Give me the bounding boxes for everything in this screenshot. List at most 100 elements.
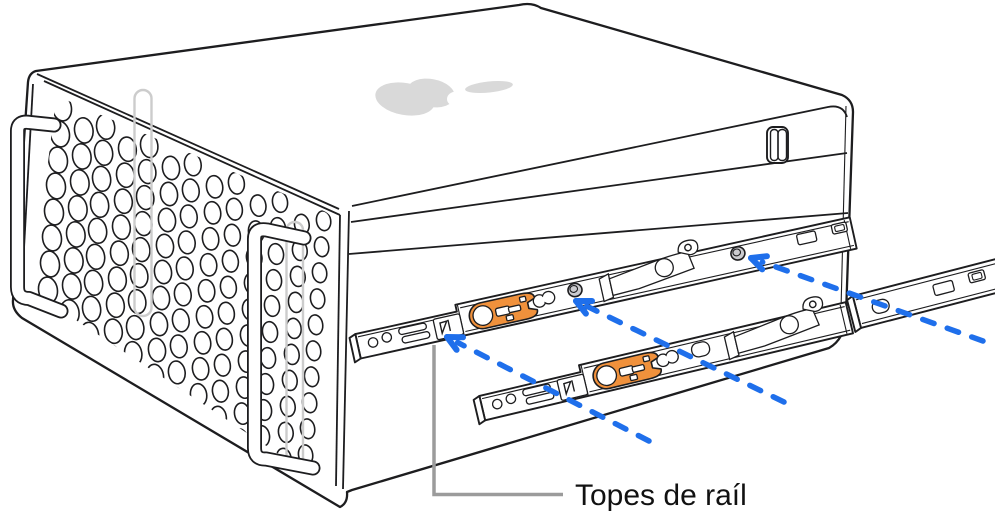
grille-hole xyxy=(53,376,74,404)
grille-hole xyxy=(107,266,128,293)
grille-hole xyxy=(32,354,53,382)
rack-latch-slot xyxy=(766,126,789,164)
install-arrow-top xyxy=(748,253,986,344)
apple-logo-icon xyxy=(375,78,513,116)
grille-hole xyxy=(191,356,210,381)
grille-hole xyxy=(265,268,283,292)
grille-hole xyxy=(137,467,157,477)
grille-hole xyxy=(199,252,218,277)
grille-hole xyxy=(153,259,173,285)
rail-stop-catch xyxy=(556,373,589,401)
grille-hole xyxy=(179,204,198,229)
grille-hole xyxy=(43,198,65,226)
grille-hole xyxy=(267,242,285,266)
grille-hole xyxy=(41,224,63,252)
grille-hole xyxy=(229,454,247,477)
grille-hole xyxy=(111,214,132,241)
grille-hole xyxy=(149,311,169,337)
grille-hole xyxy=(69,451,90,477)
grille-hole xyxy=(311,262,328,284)
rail-stop-catch xyxy=(432,313,465,341)
grille-hole xyxy=(71,425,92,453)
grille-hole xyxy=(263,294,281,318)
callout-label: Topes de raíl xyxy=(575,479,747,512)
grille-hole xyxy=(87,217,108,245)
grille-hole xyxy=(185,434,204,459)
grille-hole xyxy=(111,496,132,522)
grille-hole xyxy=(169,334,188,359)
grille-hole xyxy=(109,240,130,267)
grille-hole xyxy=(67,194,88,222)
grille-hole xyxy=(219,275,238,299)
grille-hole xyxy=(45,172,67,200)
grille-hole xyxy=(93,139,114,167)
grille-hole xyxy=(193,330,212,355)
grille-hole xyxy=(247,503,265,524)
slide-rails xyxy=(348,216,995,426)
grille-hole xyxy=(313,236,330,258)
front-handle-left xyxy=(10,114,69,319)
grille-hole xyxy=(305,340,322,362)
grille-hole xyxy=(293,496,310,518)
install-arrows xyxy=(444,253,986,444)
side-rail-floating xyxy=(472,296,854,426)
callout: Topes de raíl xyxy=(432,345,747,512)
grille-hole xyxy=(113,470,133,477)
grille-hole xyxy=(141,415,161,441)
grille-hole xyxy=(157,490,177,515)
grille-hole xyxy=(159,464,178,477)
grille-hole xyxy=(69,168,90,196)
grille-hole xyxy=(203,483,222,507)
rail-latch-lever xyxy=(598,239,699,303)
grille-hole xyxy=(47,454,68,477)
grille-hole xyxy=(249,194,267,218)
grille-hole xyxy=(43,506,65,524)
grille-hole xyxy=(211,379,230,403)
grille-hole xyxy=(195,304,214,329)
grille-hole xyxy=(135,184,155,211)
front-handle-right xyxy=(247,222,321,476)
grille-hole xyxy=(91,474,112,477)
grille-hole xyxy=(32,432,47,460)
grille-hole xyxy=(139,441,159,467)
grille-hole xyxy=(147,337,167,363)
grille-hole xyxy=(115,444,135,471)
grille-hole xyxy=(63,246,84,274)
grille-hole xyxy=(73,399,94,427)
grille-hole xyxy=(183,460,202,477)
grille-hole xyxy=(103,318,124,345)
grille-hole xyxy=(119,392,139,419)
grille-hole xyxy=(213,353,232,377)
callout-leader-line xyxy=(432,345,563,497)
grille-hole xyxy=(181,178,200,203)
grille-hole xyxy=(217,301,236,325)
grille-hole xyxy=(203,200,222,225)
install-arrow-bottom xyxy=(573,298,787,405)
side-rail-inner-right xyxy=(846,254,995,333)
grille-hole xyxy=(137,158,157,185)
grille-hole xyxy=(299,418,316,440)
grille-hole xyxy=(215,327,234,351)
grille-hole xyxy=(32,458,45,477)
grille-hole xyxy=(201,226,220,251)
grille-hole xyxy=(155,516,175,524)
grille-hole xyxy=(117,136,138,163)
grille-hole xyxy=(283,343,300,366)
grille-hole xyxy=(113,188,134,215)
grille-hole xyxy=(32,406,49,434)
grille-hole xyxy=(89,500,110,524)
grille-hole xyxy=(161,438,180,463)
grille-hole xyxy=(205,174,224,199)
grille-hole xyxy=(197,278,216,303)
grille-hole xyxy=(135,493,155,519)
grille-hole xyxy=(71,142,92,170)
grille-hole xyxy=(73,116,94,144)
grille-hole xyxy=(175,256,194,281)
rail-stop-orange xyxy=(468,292,539,330)
grille-hole xyxy=(249,477,267,500)
grille-hole xyxy=(157,207,177,233)
grille-hole xyxy=(83,269,104,297)
grille-hole xyxy=(223,223,242,247)
grille-hole xyxy=(45,480,67,508)
